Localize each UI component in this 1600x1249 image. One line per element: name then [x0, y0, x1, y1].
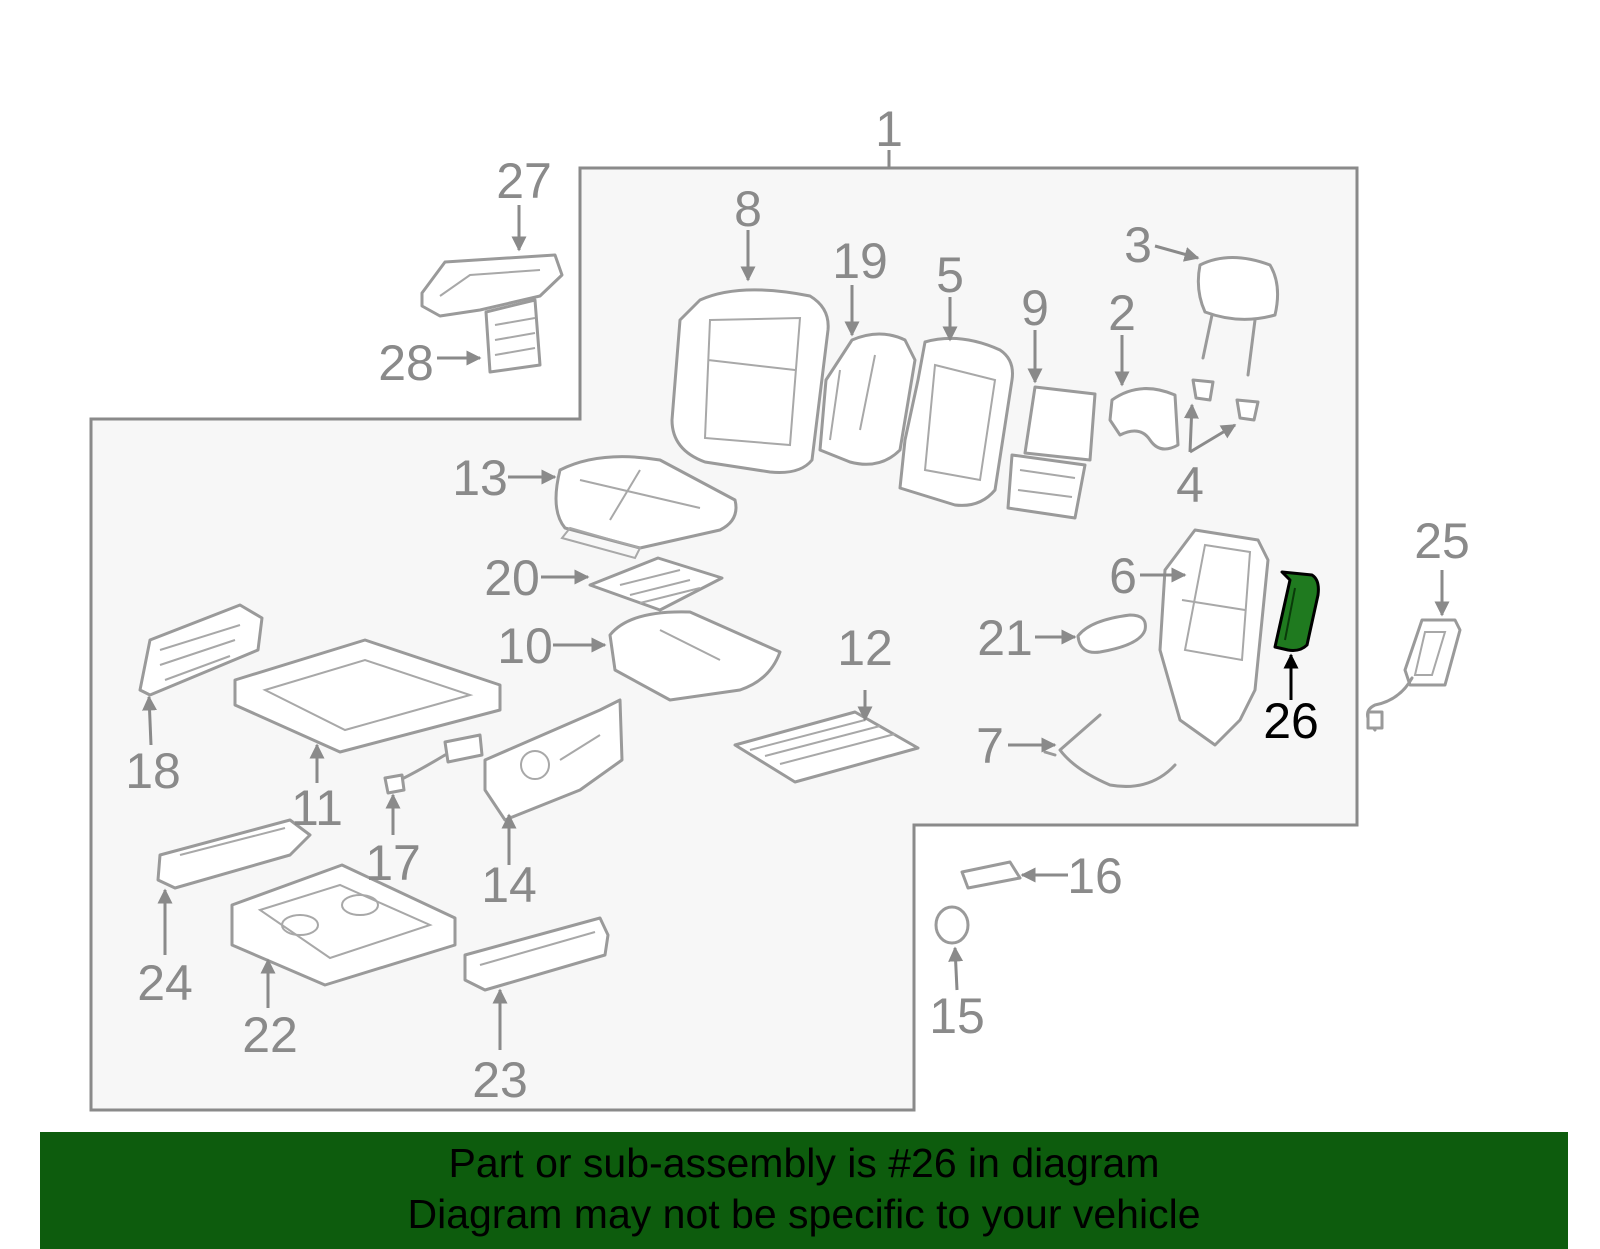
callout-12: 12	[837, 620, 893, 676]
callout-23: 23	[472, 1052, 528, 1108]
part-24-track-cover[interactable]	[156, 818, 312, 890]
part-18-side-shield[interactable]	[138, 603, 264, 697]
part-14-side-trim[interactable]	[483, 698, 624, 822]
leader-lines	[142, 205, 1450, 1050]
callout-11: 11	[291, 780, 343, 836]
part-28-bracket[interactable]	[484, 298, 542, 374]
part-26-highlighted[interactable]	[1273, 570, 1320, 652]
callout-26-highlighted: 26	[1263, 693, 1319, 749]
callout-6: 6	[1109, 548, 1137, 604]
callout-2: 2	[1108, 285, 1136, 341]
part-21-cover[interactable]	[1076, 613, 1147, 654]
callout-13: 13	[452, 450, 508, 506]
callout-25: 25	[1414, 513, 1470, 569]
part-10-cushion-pad[interactable]	[608, 610, 782, 702]
part-25-side-airbag[interactable]	[1366, 618, 1462, 732]
part-12-spring-mat[interactable]	[733, 710, 920, 784]
part-19-seatback-pad[interactable]	[818, 332, 917, 466]
callout-labels: 1 2 3 4 5 6 7 8 9 10 11 12 13 14 15 16 1…	[125, 101, 1470, 1108]
part-7-wire-harness[interactable]	[1043, 713, 1177, 788]
part-6-seatback-frame[interactable]	[1158, 528, 1270, 747]
part-16-handle[interactable]	[960, 860, 1022, 890]
part-2-headrest-guide[interactable]	[1108, 387, 1180, 451]
callout-7: 7	[976, 718, 1004, 774]
callout-19: 19	[832, 233, 888, 289]
callout-14: 14	[481, 857, 537, 913]
callout-9: 9	[1021, 280, 1049, 336]
part-20-seat-heater[interactable]	[588, 556, 724, 612]
callout-27: 27	[496, 153, 552, 209]
part-15-knob[interactable]	[934, 905, 970, 945]
part-5-seatback-panel[interactable]	[898, 336, 1014, 507]
callout-18: 18	[125, 743, 181, 799]
callout-20: 20	[484, 550, 540, 606]
callout-3: 3	[1124, 217, 1152, 273]
callout-4: 4	[1176, 457, 1204, 513]
part-4-headrest-guides[interactable]	[1191, 378, 1260, 422]
callout-21: 21	[977, 610, 1033, 666]
callout-16: 16	[1067, 848, 1123, 904]
part-17-harness-connector[interactable]	[383, 733, 484, 795]
part-22-seat-adjuster[interactable]	[230, 863, 457, 987]
part-11-cushion-frame[interactable]	[233, 638, 502, 754]
callout-10: 10	[497, 618, 553, 674]
info-banner: Part or sub-assembly is #26 in diagram D…	[40, 1132, 1568, 1249]
part-8-seatback-cover[interactable]	[670, 288, 830, 474]
callout-24: 24	[137, 955, 193, 1011]
banner-line-part-number: Part or sub-assembly is #26 in diagram	[448, 1140, 1160, 1186]
part-3-headrest[interactable]	[1196, 256, 1280, 377]
callout-17: 17	[365, 835, 421, 891]
callout-22: 22	[242, 1007, 298, 1063]
part-9-back-pocket[interactable]	[1006, 385, 1097, 520]
callout-28: 28	[378, 335, 434, 391]
callout-5: 5	[936, 247, 964, 303]
callout-8: 8	[734, 181, 762, 237]
part-23-track-trim[interactable]	[463, 916, 610, 992]
part-13-cushion-cover[interactable]	[554, 455, 738, 560]
part-27-armrest[interactable]	[420, 253, 564, 318]
banner-line-disclaimer: Diagram may not be specific to your vehi…	[407, 1191, 1201, 1237]
callout-1: 1	[875, 101, 903, 157]
callout-15: 15	[929, 988, 985, 1044]
